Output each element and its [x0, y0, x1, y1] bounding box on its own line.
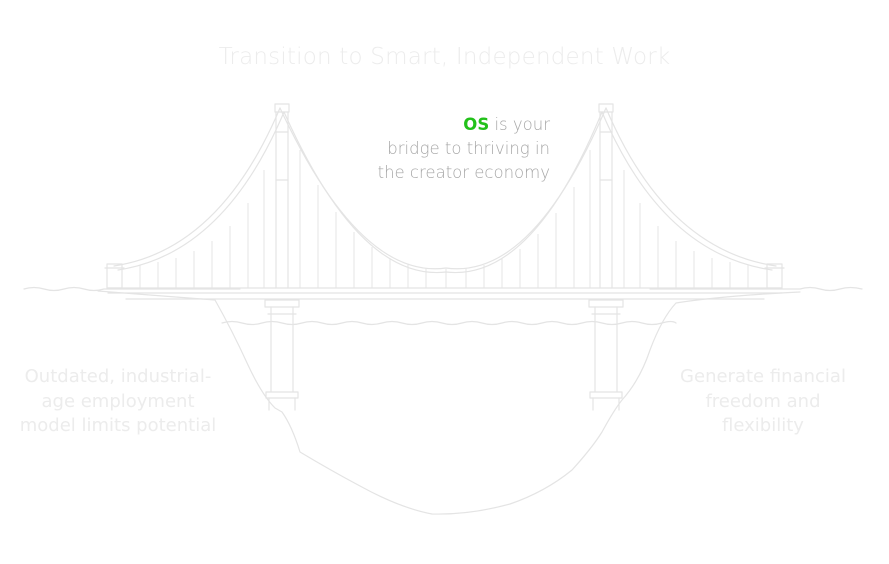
tagline-line-1-rest: is your	[489, 115, 550, 134]
brand-name: OS	[463, 115, 490, 134]
left-panel-line-1: Outdated, industrial-	[24, 366, 212, 387]
tagline: OS is your bridge to thriving in the cre…	[340, 113, 550, 185]
left-panel-line-3: model limits potential	[19, 415, 217, 436]
page-title: Transition to Smart, Independent Work	[218, 44, 671, 70]
right-panel-line-3: flexibility	[722, 415, 804, 436]
right-panel-line-1: Generate financial	[680, 366, 846, 387]
tagline-line-2: bridge to thriving in	[387, 139, 550, 158]
right-panel-text: Generate financial freedom and flexibili…	[668, 365, 858, 439]
left-panel-line-2: age employment	[41, 390, 195, 412]
tagline-line-1: OS is your	[340, 113, 550, 137]
left-panel-text: Outdated, industrial- age employment mod…	[18, 365, 218, 439]
tagline-line-3: the creator economy	[377, 163, 550, 182]
right-panel-line-2: freedom and	[705, 390, 821, 412]
